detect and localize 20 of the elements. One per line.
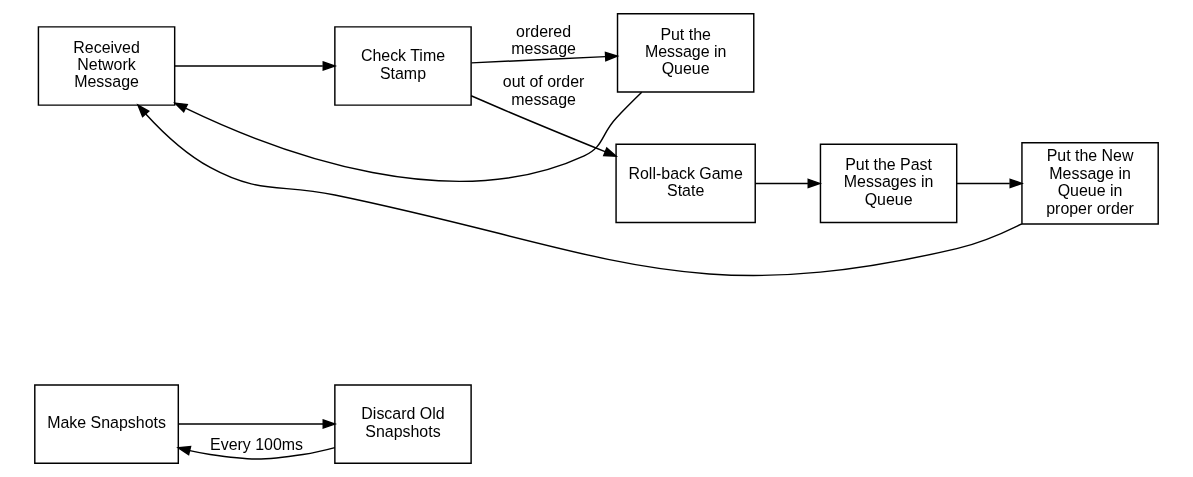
edge-label: ordered message bbox=[511, 22, 576, 58]
arrow bbox=[470, 95, 619, 157]
node-box: Make Snapshots bbox=[34, 384, 180, 464]
node-box: Discard Old Snapshots bbox=[334, 384, 472, 464]
node-box: Put the Message in Queue bbox=[616, 13, 755, 93]
arrow bbox=[176, 445, 336, 460]
arrow bbox=[470, 51, 620, 64]
edge-label: out of order message bbox=[502, 73, 585, 108]
node-box: Received Network Message bbox=[37, 26, 176, 106]
node-box: Put the Past Messages in Queue bbox=[819, 143, 958, 224]
node-box: Roll-back Game State bbox=[615, 143, 756, 224]
arrow bbox=[173, 91, 643, 182]
arrow bbox=[754, 178, 823, 189]
arrow bbox=[177, 418, 338, 430]
node-box: Put the New Message in Queue in proper order bbox=[1021, 142, 1159, 225]
arrow bbox=[956, 178, 1024, 189]
arrow bbox=[136, 103, 1023, 276]
edge-label: Every 100ms bbox=[210, 435, 304, 453]
node-box: Check Time Stamp bbox=[334, 26, 472, 106]
arrow bbox=[174, 60, 338, 72]
